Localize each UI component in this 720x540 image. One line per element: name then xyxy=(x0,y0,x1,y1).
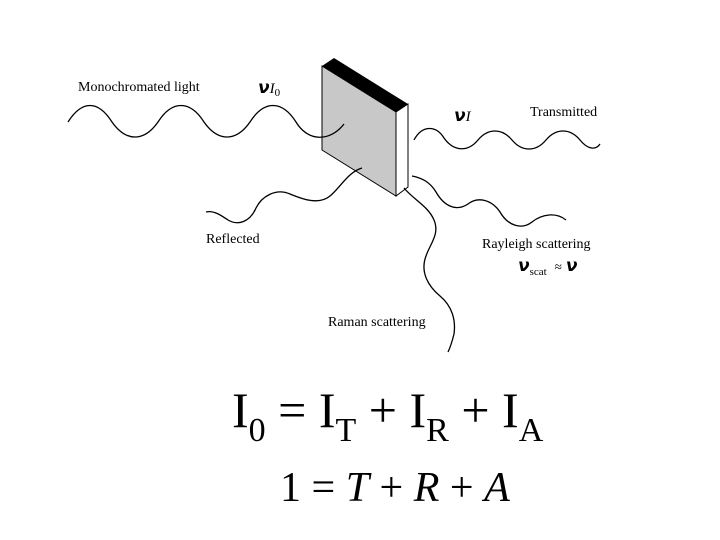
eq1-term1: I xyxy=(318,382,336,438)
intensity-equation: I0 = IT + IR + IA xyxy=(232,380,544,449)
rayleigh-approx: ≈ xyxy=(554,259,562,274)
reflected-wave xyxy=(205,167,363,224)
transmitted-intensity: I xyxy=(465,109,471,125)
eq2-term2: R xyxy=(413,465,440,511)
raman-wave xyxy=(403,187,456,353)
rayleigh-nu: ν xyxy=(518,256,530,276)
eq1-plus2: + xyxy=(448,382,503,438)
eq1-term3-sub: A xyxy=(518,412,544,449)
rayleigh-label: Rayleigh scattering xyxy=(482,237,591,252)
slab-top-face xyxy=(322,58,408,112)
slab-front-face xyxy=(321,65,397,197)
eq1-lhs: I xyxy=(232,382,249,438)
eq2-term1: T xyxy=(345,465,370,511)
transmitted-symbol: νI xyxy=(454,106,471,126)
rayleigh-subscript: scat xyxy=(529,266,547,278)
eq1-plus1: + xyxy=(356,382,410,438)
sample-slab xyxy=(321,58,409,197)
incident-intensity-subscript: 0 xyxy=(274,87,281,99)
incident-light-label: Monochromated light xyxy=(78,80,200,95)
eq1-lhs-sub: 0 xyxy=(248,412,266,449)
eq1-equals: = xyxy=(265,382,319,438)
eq1-term3: I xyxy=(502,382,519,438)
eq2-lhs: 1 xyxy=(280,465,301,511)
eq2-plus2: + xyxy=(439,465,485,511)
transmitted-label: Transmitted xyxy=(530,105,598,120)
eq2-equals: = xyxy=(301,465,346,511)
incident-wave xyxy=(67,105,345,138)
eq1-term2-sub: R xyxy=(426,412,449,449)
eq2-plus1: + xyxy=(369,465,414,511)
transmitted-wave xyxy=(413,127,601,150)
eq2-term3: A xyxy=(484,465,510,511)
transmitted-nu: ν xyxy=(454,106,466,126)
incident-intensity: I xyxy=(269,81,275,97)
slab-side-face xyxy=(395,103,409,197)
rayleigh-wave xyxy=(411,175,567,227)
rayleigh-nu-2: ν xyxy=(565,256,578,276)
incident-nu: ν xyxy=(258,78,270,98)
fraction-equation: 1 = T + R + A xyxy=(280,462,510,514)
reflected-label: Reflected xyxy=(206,232,260,247)
eq1-term1-sub: T xyxy=(335,412,357,449)
incident-symbol: νI0 xyxy=(258,78,281,99)
eq1-term2: I xyxy=(409,382,427,438)
raman-label: Raman scattering xyxy=(328,315,426,330)
rayleigh-symbol: νscat ≈ν xyxy=(518,256,578,278)
